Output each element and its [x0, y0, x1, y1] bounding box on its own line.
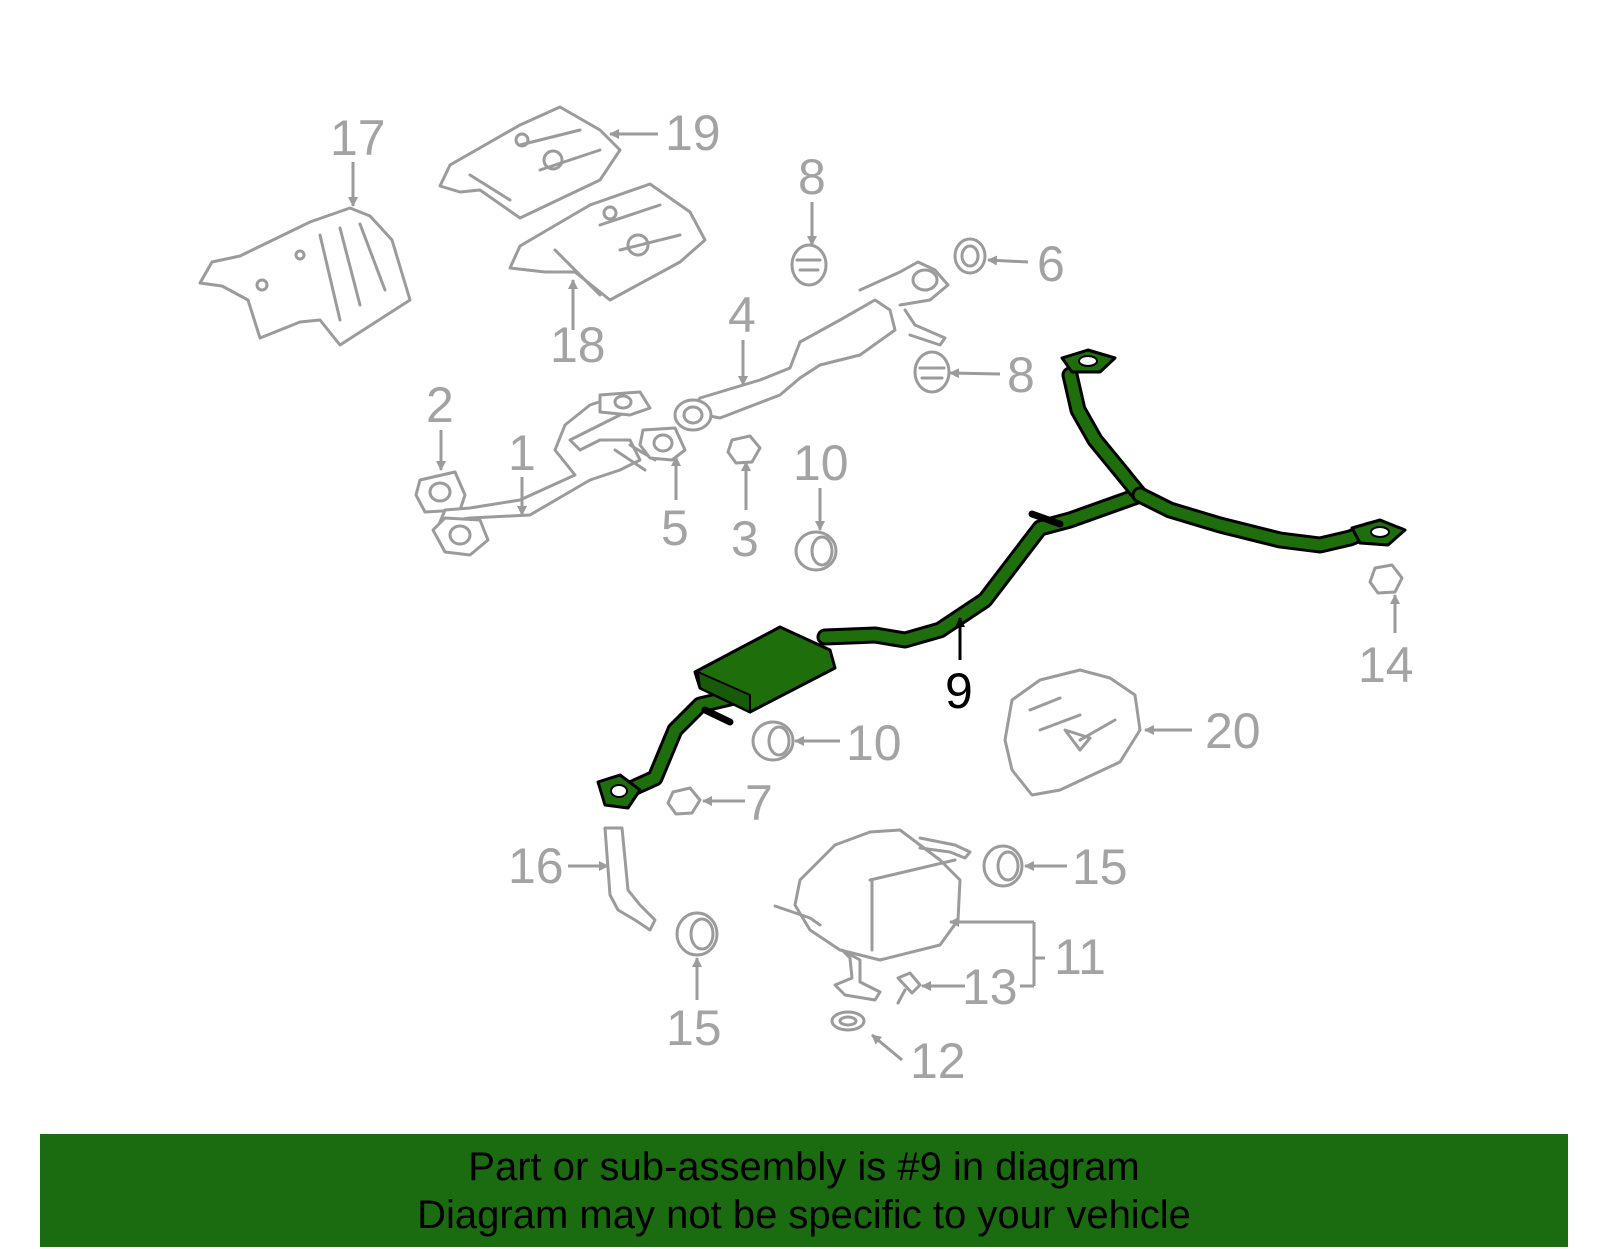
part-14-nut	[1368, 563, 1404, 595]
callout-5: 5	[661, 500, 689, 556]
callout-7: 7	[745, 775, 773, 831]
callout-9: 9	[945, 663, 973, 719]
part-1-manifold-pipe	[431, 390, 657, 557]
callout-12: 12	[910, 1033, 966, 1089]
callout-6: 6	[1037, 236, 1065, 292]
part-2-gasket	[414, 470, 467, 514]
callout-17: 17	[330, 110, 386, 166]
callout-11: 11	[1054, 929, 1106, 985]
callout-3: 3	[731, 511, 759, 567]
callout-13: 13	[962, 959, 1018, 1015]
part-15-hanger-upper	[982, 844, 1024, 888]
callout-15-lower: 15	[666, 1000, 722, 1056]
callout-10-upper: 10	[793, 435, 849, 491]
part-5-gasket	[638, 426, 687, 462]
part-20-heat-shield	[1003, 668, 1142, 797]
callout-16: 16	[508, 838, 564, 894]
part-10-hanger-lower	[751, 720, 795, 762]
part-3-nut	[726, 434, 762, 465]
callout-2: 2	[426, 377, 454, 433]
part-7-nut	[666, 786, 702, 816]
part-19-heat-shield	[438, 105, 622, 220]
part-10-hanger-upper	[794, 530, 838, 572]
part-4-front-pipe	[673, 260, 950, 432]
callout-10-lower: 10	[846, 715, 902, 771]
part-8-hanger-lower	[913, 350, 951, 394]
part-15-hanger-lower	[675, 911, 719, 957]
part-11-rear-muffler	[773, 828, 972, 1002]
callout-8-lower: 8	[1007, 347, 1035, 403]
banner-line-disclaimer: Diagram may not be specific to your vehi…	[417, 1192, 1191, 1237]
callout-8-upper: 8	[798, 149, 826, 205]
callout-1: 1	[508, 425, 536, 481]
banner-line-part: Part or sub-assembly is #9 in diagram	[468, 1144, 1140, 1189]
part-9-center-pipe	[596, 348, 1407, 810]
part-8-hanger-upper	[790, 243, 828, 287]
callout-19: 19	[665, 105, 721, 161]
callout-14: 14	[1358, 637, 1414, 693]
callout-15-upper: 15	[1072, 839, 1128, 895]
part-6-gasket	[953, 237, 987, 275]
part-17-heat-shield	[198, 206, 412, 347]
callout-4: 4	[728, 287, 756, 343]
part-12-gasket	[830, 1010, 866, 1032]
callout-20: 20	[1205, 703, 1261, 759]
part-18-heat-shield	[508, 182, 707, 302]
callout-labels: 17 19 18 8 6 4 8 2 1 10 5 3 9 14 20 10 7…	[330, 105, 1414, 1089]
info-banner: Part or sub-assembly is #9 in diagram Di…	[40, 1134, 1568, 1247]
leader-lines	[348, 129, 1400, 1062]
part-13-bolt	[896, 971, 922, 1005]
part-16-bracket	[603, 826, 657, 932]
callout-18: 18	[550, 317, 606, 373]
